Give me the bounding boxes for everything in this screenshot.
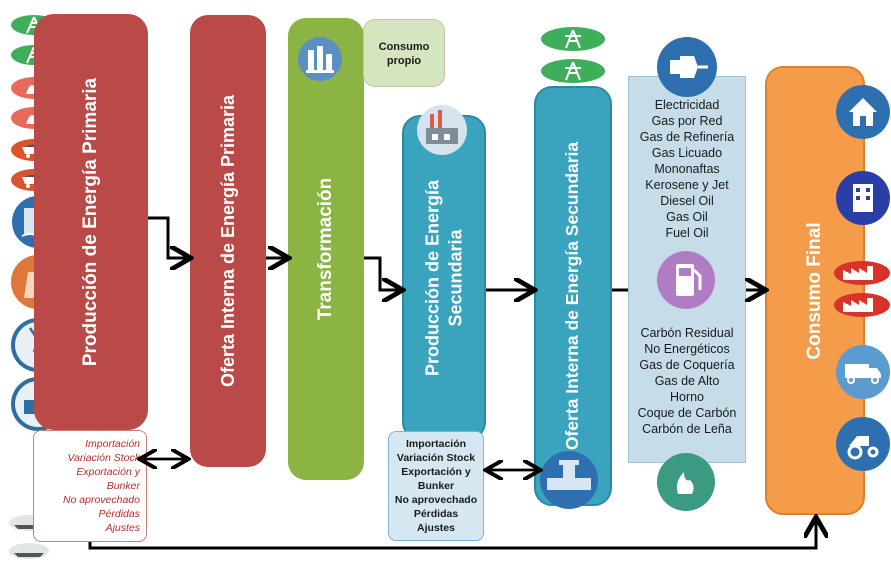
product-lpg: Gas Licuado (651, 146, 723, 160)
secondary-adj-import: Importación (405, 438, 467, 450)
secondary-production-label: Producción de Energía Secundaria (422, 179, 467, 375)
transmission-tower-icon-1 (540, 26, 606, 57)
primary-production-column: Producción de Energía Primaria (34, 14, 148, 430)
secondary-production-column: Producción de Energía Secundaria (402, 115, 486, 440)
primary-adj-stock: Variación Stock (67, 452, 140, 464)
product-coal-coke: Coque de Carbón (637, 406, 737, 420)
arrow-primary-to-supply (148, 216, 188, 258)
primary-adj-import: Importación (85, 438, 140, 450)
product-coke-oven-gas: Gas de Coquería (639, 358, 735, 372)
secondary-adj-unused: No aprovechado (394, 494, 478, 506)
residential-house-icon (835, 84, 891, 145)
primary-adj-export: Exportación y (76, 466, 140, 478)
secondary-internal-supply-column: Oferta Interna de Energía Secundaria (534, 86, 612, 506)
secondary-adj-bunker: Bunker (417, 480, 455, 492)
secondary-adj-losses: Pérdidas (413, 508, 459, 520)
primary-internal-supply-column: Oferta Interna de Energía Primaria (190, 15, 266, 467)
oil-barrel-ship-icon-2 (8, 542, 50, 565)
product-refinery-gas: Gas de Refinería (639, 130, 735, 144)
secondary-production-label-line2: Secundaria (445, 228, 465, 327)
electric-plug-icon (656, 36, 718, 103)
final-consumption-column: Consumo Final (765, 66, 865, 515)
final-consumption-label: Consumo Final (804, 221, 826, 360)
product-residual-coal: Carbón Residual (640, 326, 734, 340)
product-blast-furnace-gas-2: Horno (669, 390, 705, 404)
product-gas-oil: Gas Oil (666, 210, 708, 224)
transport-truck-icon (835, 344, 891, 405)
secondary-internal-supply-label: Oferta Interna de Energía Secundaria (562, 141, 583, 451)
fuel-pump-icon (656, 250, 716, 315)
product-non-energy: No Energéticos (644, 342, 730, 356)
secondary-adj-stock: Variación Stock (396, 452, 476, 464)
secondary-production-label-line1: Producción de Energía (422, 179, 443, 376)
product-electricity: Electricidad (654, 98, 720, 112)
product-network-gas: Gas por Red (651, 114, 723, 128)
product-gasoline: Mononaftas (654, 162, 720, 176)
product-diesel-oil: Diesel Oil (660, 194, 714, 208)
secondary-adj-adjustments: Ajustes (417, 522, 455, 534)
arrow-transformation-to-secondary (364, 256, 400, 290)
primary-adj-unused: No aprovechado (62, 494, 140, 506)
primary-adj-adjustments: Ajustes (105, 522, 140, 534)
transmission-tower-icon-2 (540, 58, 606, 89)
industry-icon-1 (833, 260, 891, 291)
product-kerosene-jet: Kerosene y Jet (645, 178, 729, 192)
industry-icon-2 (833, 292, 891, 323)
pipeline-valve-icon (537, 450, 601, 515)
product-charcoal: Carbón de Leña (642, 422, 732, 436)
primary-internal-supply-label: Oferta Interna de Energía Primaria (217, 94, 238, 388)
commercial-building-icon (835, 170, 891, 231)
transformation-column: Transformación (288, 18, 364, 480)
primary-production-label: Producción de Energía Primaria (80, 77, 102, 367)
transformation-label: Transformación (315, 177, 337, 321)
product-fuel-oil: Fuel Oil (665, 226, 709, 240)
own-consumption-line1: Consumo (378, 41, 430, 53)
refinery-icon (296, 36, 344, 87)
own-consumption-box: Consumo propio (363, 19, 445, 87)
product-blast-furnace-gas-1: Gas de Alto (654, 374, 720, 388)
gas-flame-icon (656, 452, 716, 517)
primary-adj-losses: Pérdidas (98, 508, 140, 520)
secondary-adj-export: Exportación y (401, 466, 471, 478)
own-consumption-line2: propio (386, 55, 422, 67)
agriculture-tractor-icon (835, 416, 891, 477)
power-plant-icon (416, 102, 468, 163)
secondary-adjustments-box: Importación Variación Stock Exportación … (388, 431, 484, 541)
primary-adjustments-box: Importación Variación Stock Exportación … (33, 430, 147, 542)
primary-adj-bunker: Bunker (106, 480, 140, 492)
